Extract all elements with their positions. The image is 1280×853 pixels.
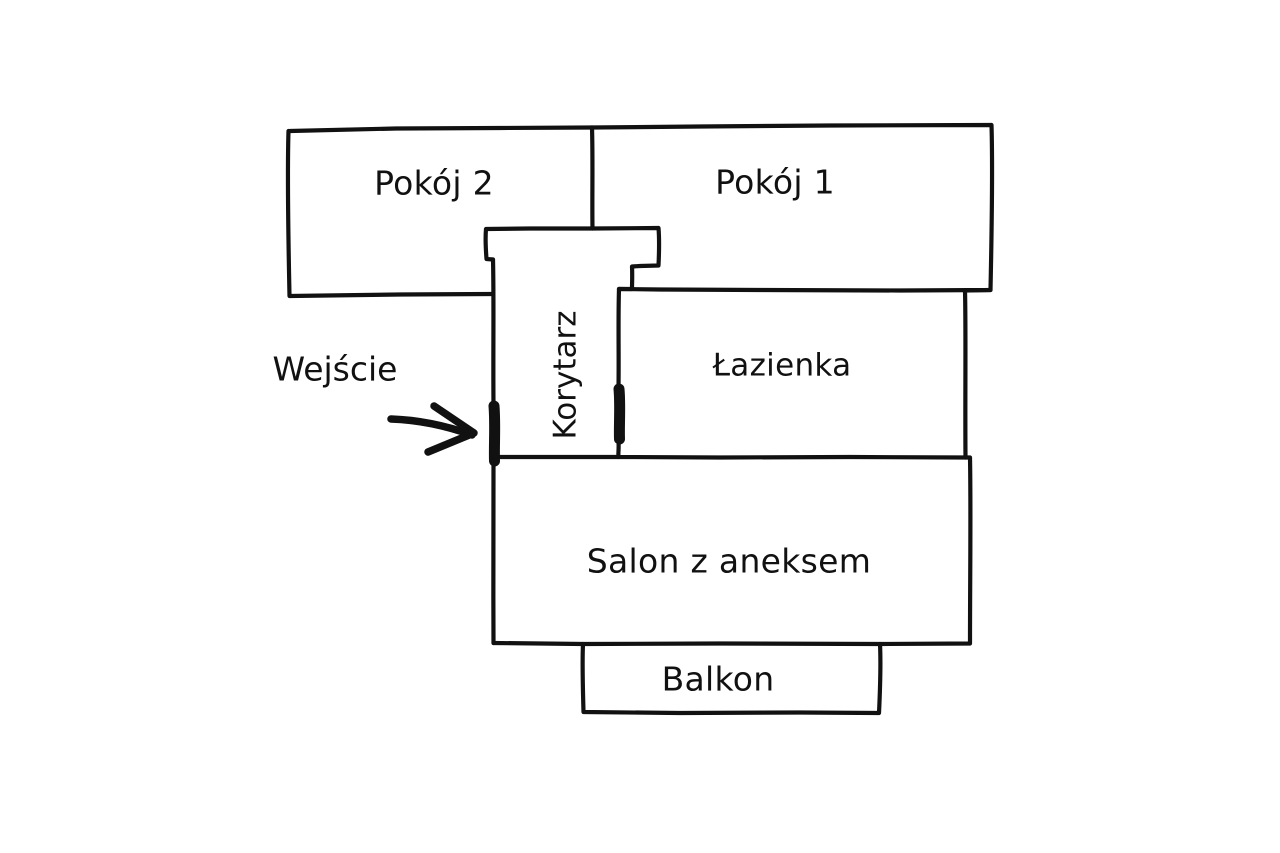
room-label-salon: Salon z aneksem <box>587 542 871 581</box>
room-outline-pokoj-2 <box>285 125 595 299</box>
entrance-doorway <box>488 400 501 467</box>
entrance-arrow-icon <box>387 402 478 456</box>
room-label-lazienka: Łazienka <box>712 348 852 384</box>
room-label-korytarz: Korytarz <box>548 310 584 439</box>
room-outline-korytarz <box>483 225 662 646</box>
room-outline-lazienka <box>616 286 993 460</box>
room-outline-salon <box>491 454 973 647</box>
room-label-balkon: Balkon <box>662 660 775 699</box>
room-label-pokoj-2: Pokój 2 <box>374 164 494 203</box>
annotation-label-wejscie: Wejście <box>273 350 398 389</box>
room-label-pokoj-1: Pokój 1 <box>715 163 835 202</box>
room-outline-pokoj-1 <box>589 122 995 293</box>
bathroom-doorway <box>613 383 626 445</box>
room-outline-balkon <box>580 641 883 716</box>
